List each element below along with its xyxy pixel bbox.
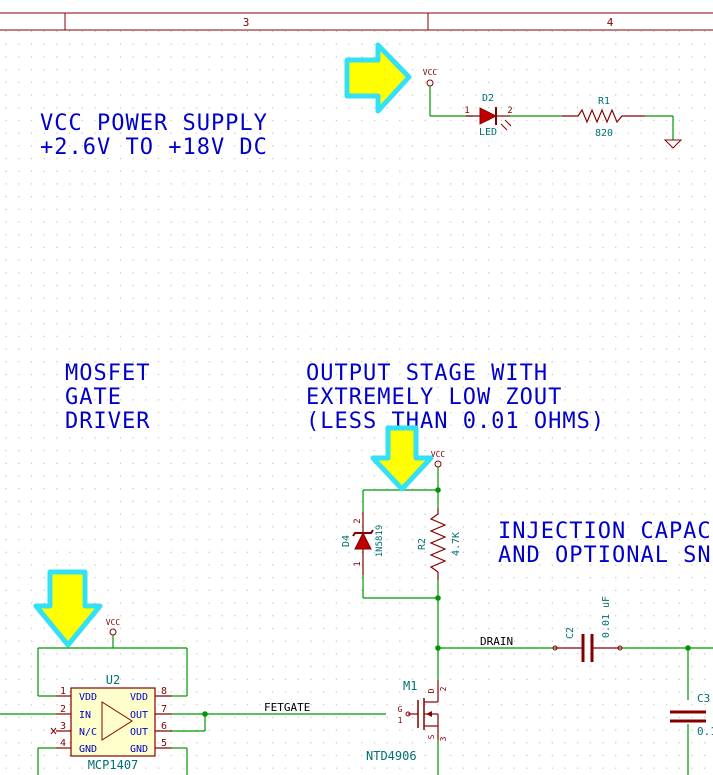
u2-pin6-name: OUT xyxy=(130,727,148,738)
vcc-label-2: VCC xyxy=(431,450,446,459)
net-label-drain: DRAIN xyxy=(480,635,513,648)
highlight-arrow-right xyxy=(344,42,412,114)
schottky-diode-d4[interactable]: D4 1N5819 2 1 xyxy=(341,512,385,575)
u2-pin5-num: 5 xyxy=(161,738,167,749)
note-driver-line1: MOSFET xyxy=(65,361,150,386)
note-supply-line2: +2.6V TO +18V DC xyxy=(40,135,268,160)
wire-gate-driver xyxy=(0,635,386,775)
d2-ref: D2 xyxy=(482,93,494,104)
junction-dots xyxy=(202,487,691,717)
m1-pin-g-name: G xyxy=(398,705,403,714)
d2-pin1: 1 xyxy=(464,106,469,116)
m1-pin-d-num: 2 xyxy=(439,686,448,691)
d4-pin2: 2 xyxy=(353,518,363,523)
u2-pin8-num: 8 xyxy=(161,686,167,697)
ground-symbol-1 xyxy=(663,139,683,149)
note-output-line2: EXTREMELY LOW ZOUT xyxy=(306,385,562,410)
c2-value: 0.01 uF xyxy=(601,596,612,638)
resistor-r2[interactable]: R2 4.7K xyxy=(417,508,462,580)
m1-pin-g-num: 1 xyxy=(398,716,403,725)
vcc-symbol-1[interactable]: VCC xyxy=(423,68,438,116)
led-d2[interactable]: D2 LED 1 2 xyxy=(464,93,512,138)
d4-value: 1N5819 xyxy=(375,525,385,558)
note-driver-line3: DRIVER xyxy=(65,409,150,434)
note-supply-line1: VCC POWER SUPPLY xyxy=(40,111,268,136)
u2-pin5-name: GND xyxy=(130,744,148,755)
u2-pin2-num: 2 xyxy=(60,704,66,715)
m1-pin-d-name: D xyxy=(427,688,436,693)
note-driver-line2: GATE xyxy=(65,385,122,410)
net-label-fetgate: FETGATE xyxy=(264,701,310,714)
d2-value: LED xyxy=(479,127,497,138)
d2-pin2: 2 xyxy=(507,106,512,116)
resistor-r1[interactable]: R1 820 xyxy=(562,96,645,139)
r2-value: 4.7K xyxy=(451,532,462,556)
u2-pin1-num: 1 xyxy=(60,686,66,697)
r1-value: 820 xyxy=(595,128,613,139)
u2-pin7-name: OUT xyxy=(130,710,148,721)
u2-pin6-num: 6 xyxy=(161,721,167,732)
vcc-label-3: VCC xyxy=(106,618,121,627)
r1-ref: R1 xyxy=(598,96,610,107)
c3-value: 0.1 xyxy=(697,725,713,738)
u2-value: MCP1407 xyxy=(88,758,139,772)
u2-pin2-name: IN xyxy=(79,710,91,721)
note-output-line1: OUTPUT STAGE WITH xyxy=(306,361,548,386)
u2-pin8-name: VDD xyxy=(130,692,148,703)
d4-ref: D4 xyxy=(341,535,352,547)
u2-pin4-name: GND xyxy=(79,744,97,755)
highlight-arrow-down-output xyxy=(370,425,434,492)
grid-dots xyxy=(0,30,713,775)
m1-value: NTD4906 xyxy=(366,749,417,763)
wire-output-stage xyxy=(362,467,713,775)
u2-pin3-name: N/C xyxy=(79,727,97,738)
border-zone-4: 4 xyxy=(607,16,614,29)
capacitor-c2[interactable]: C2 0.01 uF xyxy=(552,596,623,662)
m1-ref: M1 xyxy=(403,679,417,693)
d4-pin1: 1 xyxy=(353,561,363,566)
m1-pin-s-num: 3 xyxy=(439,736,448,741)
u2-pin3-num: 3 xyxy=(60,721,66,732)
m1-pin-s-name: S xyxy=(427,734,436,739)
capacitor-c3[interactable]: C3 0.1 xyxy=(670,692,713,738)
border-zone-3: 3 xyxy=(243,16,250,29)
mosfet-m1[interactable]: M1 NTD4906 G 1 D 2 S 3 xyxy=(366,679,448,763)
u2-ref: U2 xyxy=(106,673,120,687)
wire-d2 xyxy=(430,115,674,140)
sheet-border xyxy=(0,12,713,31)
c3-ref: C3 xyxy=(697,692,710,705)
u2-pin1-name: VDD xyxy=(79,692,97,703)
note-injection-line1: INJECTION CAPAC xyxy=(498,519,712,544)
highlight-arrow-down-driver xyxy=(33,569,103,648)
u2-pin4-num: 4 xyxy=(60,738,66,749)
note-injection-line2: AND OPTIONAL SN xyxy=(498,543,712,568)
u2-pin7-num: 7 xyxy=(161,704,167,715)
gate-driver-u2[interactable]: U2 MCP1407 1 2 3 4 8 7 6 5 VDD IN N/C GN… xyxy=(50,673,172,772)
r2-ref: R2 xyxy=(417,538,428,550)
note-output-line3: (LESS THAN 0.01 OHMS) xyxy=(306,409,605,434)
c2-ref: C2 xyxy=(565,627,576,639)
vcc-label-1: VCC xyxy=(423,68,438,77)
